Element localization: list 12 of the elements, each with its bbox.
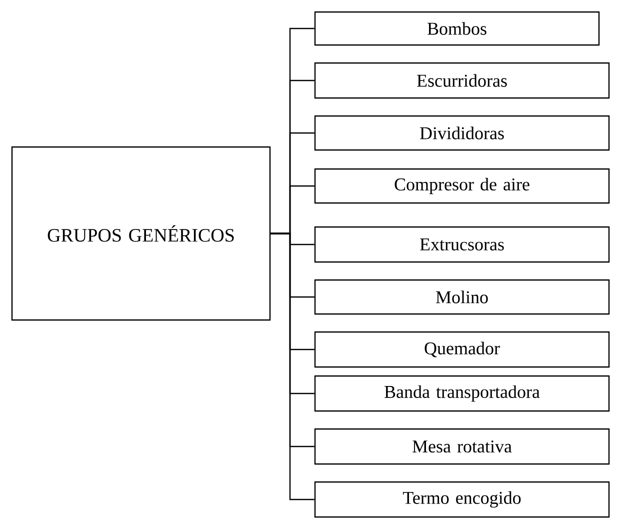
- item-box: Quemador: [314, 331, 610, 368]
- item-box: Mesa rotativa: [314, 428, 610, 465]
- category-box: GRUPOS GENÉRICOS: [11, 146, 271, 321]
- item-box: Escurridoras: [314, 62, 610, 99]
- item-box: Extrucsoras: [314, 226, 610, 263]
- item-box: Banda transportadora: [314, 375, 610, 412]
- item-box: Divididoras: [314, 115, 610, 151]
- item-box: Compresor de aire: [314, 168, 610, 204]
- connector-line: [270, 232, 314, 500]
- item-box: Termo encogido: [314, 481, 610, 518]
- item-box: Bombos: [314, 11, 600, 46]
- item-box: Molino: [314, 279, 610, 315]
